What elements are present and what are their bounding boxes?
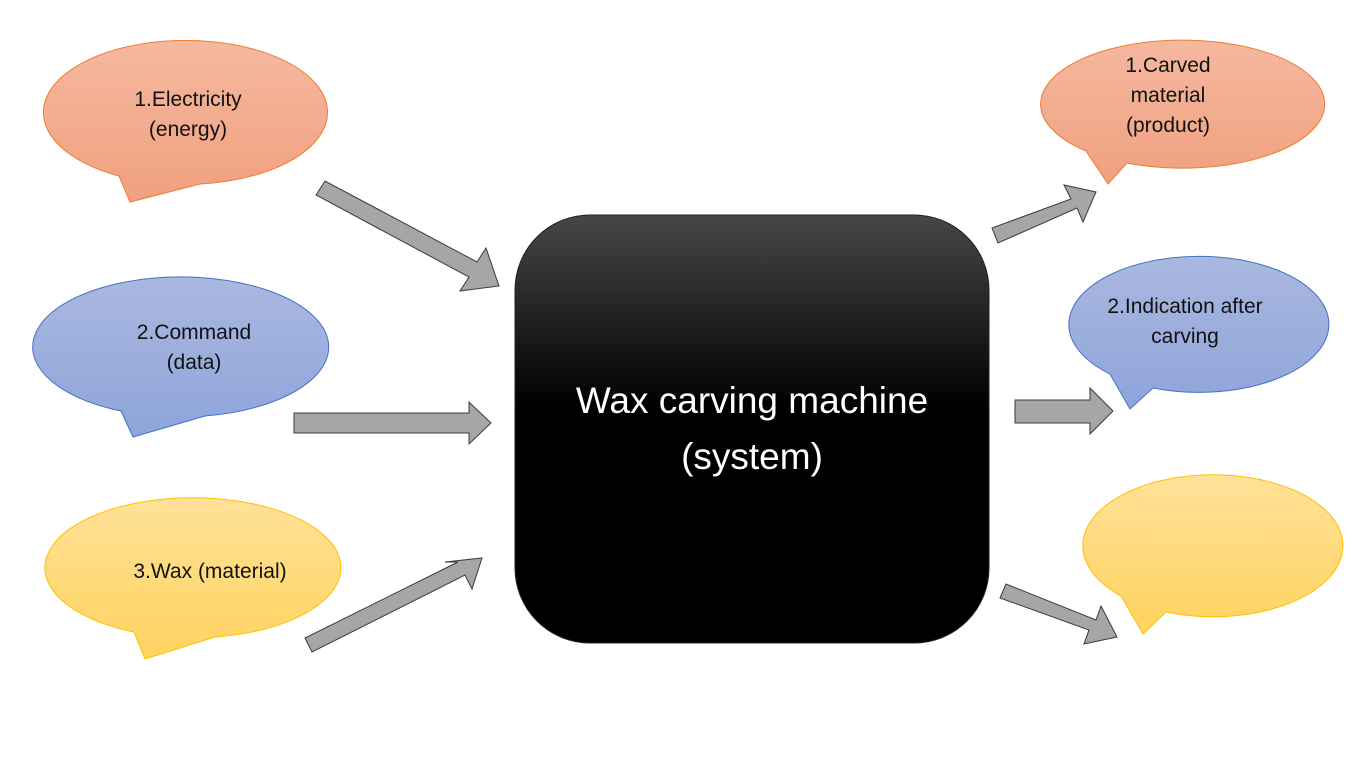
input-label-electricity: 1.Electricity (energy) [134, 88, 242, 141]
system-label: Wax carving machine (system) [575, 380, 929, 477]
input-arrow-wax [304, 557, 483, 653]
system-block [514, 214, 990, 644]
output-bubble-indication [1068, 255, 1330, 410]
input-arrow-command [293, 400, 492, 446]
output-label-carved-material: 1.Carved material (product) [1125, 54, 1211, 137]
output-label-indication: 2.Indication after carving [1107, 295, 1263, 348]
output-bubble-carved-material [1040, 39, 1326, 185]
input-bubble-command [32, 276, 330, 438]
input-bubble-electricity [43, 39, 328, 203]
input-label-command: 2.Command (data) [136, 321, 252, 374]
output-bubble-third-output [1082, 474, 1344, 635]
output-arrow-third-output [999, 583, 1118, 645]
output-label-third-output [1100, 530, 1300, 564]
output-arrow-indication [1014, 386, 1114, 436]
output-arrow-carved-material [991, 184, 1097, 244]
input-arrow-electricity [315, 180, 500, 292]
input-bubble-wax [44, 497, 342, 660]
input-label-wax: 3.Wax (material) [133, 560, 287, 583]
